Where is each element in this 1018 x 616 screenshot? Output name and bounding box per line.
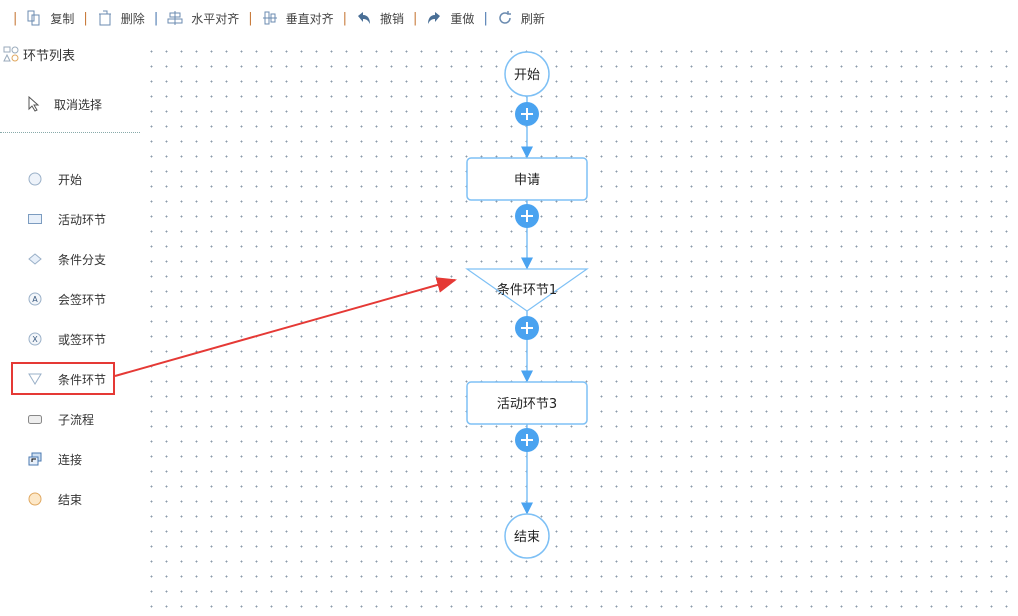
separator: | [483, 10, 488, 26]
or-sign-icon: X [28, 332, 42, 346]
sidebar-item-activity[interactable]: 活动环节 [0, 199, 140, 239]
refresh-label: 刷新 [520, 11, 545, 26]
countersign-icon: A [28, 292, 42, 306]
separator: | [153, 10, 159, 26]
diamond-icon [28, 253, 42, 265]
sidebar-item-or-sign[interactable]: X 或签环节 [0, 319, 140, 359]
copy-icon [27, 10, 40, 26]
align-vertical-label: 垂直对齐 [285, 11, 334, 26]
item-label: 开始 [58, 172, 83, 187]
sidebar-item-branch[interactable]: 条件分支 [0, 239, 140, 279]
item-label: 条件环节 [58, 372, 107, 387]
separator: | [342, 10, 348, 26]
sidebar-item-end[interactable]: 结束 [0, 479, 140, 519]
node-list-icon [3, 46, 19, 62]
redo-button[interactable]: 重做 [426, 10, 474, 27]
rectangle-icon [28, 214, 42, 224]
align-horizontal-label: 水平对齐 [191, 11, 240, 26]
flow-canvas[interactable] [140, 40, 1018, 616]
redo-label: 重做 [450, 11, 475, 26]
end-circle-icon [28, 492, 42, 506]
separator: | [83, 10, 88, 26]
redo-icon [428, 12, 441, 24]
sidebar-item-subprocess[interactable]: 子流程 [0, 399, 140, 439]
sidebar-item-start[interactable]: 开始 [0, 159, 140, 199]
subprocess-icon [28, 415, 42, 424]
item-label: 条件分支 [58, 252, 107, 267]
divider [0, 132, 140, 133]
separator: | [248, 10, 253, 26]
copy-button[interactable]: 复制 [26, 10, 74, 27]
copy-label: 复制 [50, 11, 75, 26]
item-label: 连接 [58, 452, 83, 467]
align-horizontal-button[interactable]: 水平对齐 [167, 10, 239, 27]
delete-button[interactable]: 删除 [97, 10, 145, 27]
undo-label: 撤销 [380, 11, 405, 26]
item-label: 会签环节 [58, 292, 107, 307]
trash-icon [98, 10, 111, 26]
item-label: 子流程 [58, 412, 95, 427]
align-vertical-button[interactable]: 垂直对齐 [262, 10, 334, 27]
sidebar-item-connect[interactable]: 连接 [0, 439, 140, 479]
sidebar-title-text: 环节列表 [23, 48, 76, 64]
item-label: 结束 [58, 492, 83, 507]
svg-text:A: A [32, 295, 38, 304]
refresh-icon [499, 11, 511, 24]
separator: | [413, 10, 418, 26]
align-horizontal-icon [167, 11, 183, 25]
undo-button[interactable]: 撤销 [356, 10, 404, 27]
circle-icon [28, 172, 42, 186]
sidebar-title: 环节列表 [0, 40, 140, 68]
delete-label: 删除 [120, 11, 145, 26]
triangle-icon [28, 373, 42, 385]
align-vertical-icon [262, 11, 277, 25]
connect-icon [28, 452, 42, 466]
item-label: 或签环节 [58, 332, 107, 347]
svg-text:X: X [32, 335, 38, 344]
item-label: 活动环节 [58, 212, 107, 227]
highlight-box [11, 362, 115, 395]
refresh-button[interactable]: 刷新 [497, 10, 545, 27]
cancel-selection[interactable]: 取消选择 [0, 92, 140, 116]
sidebar-item-countersign[interactable]: A 会签环节 [0, 279, 140, 319]
sidebar-item-condition[interactable]: 条件环节 [0, 359, 140, 399]
cancel-selection-label: 取消选择 [54, 97, 103, 112]
pointer-icon [28, 96, 40, 112]
undo-icon [358, 12, 371, 24]
separator: | [13, 10, 18, 26]
toolbar: | 复制 | 删除 | 水平对齐 | 垂直对齐 | 撤销 | 重做 | 刷新 [0, 0, 545, 36]
